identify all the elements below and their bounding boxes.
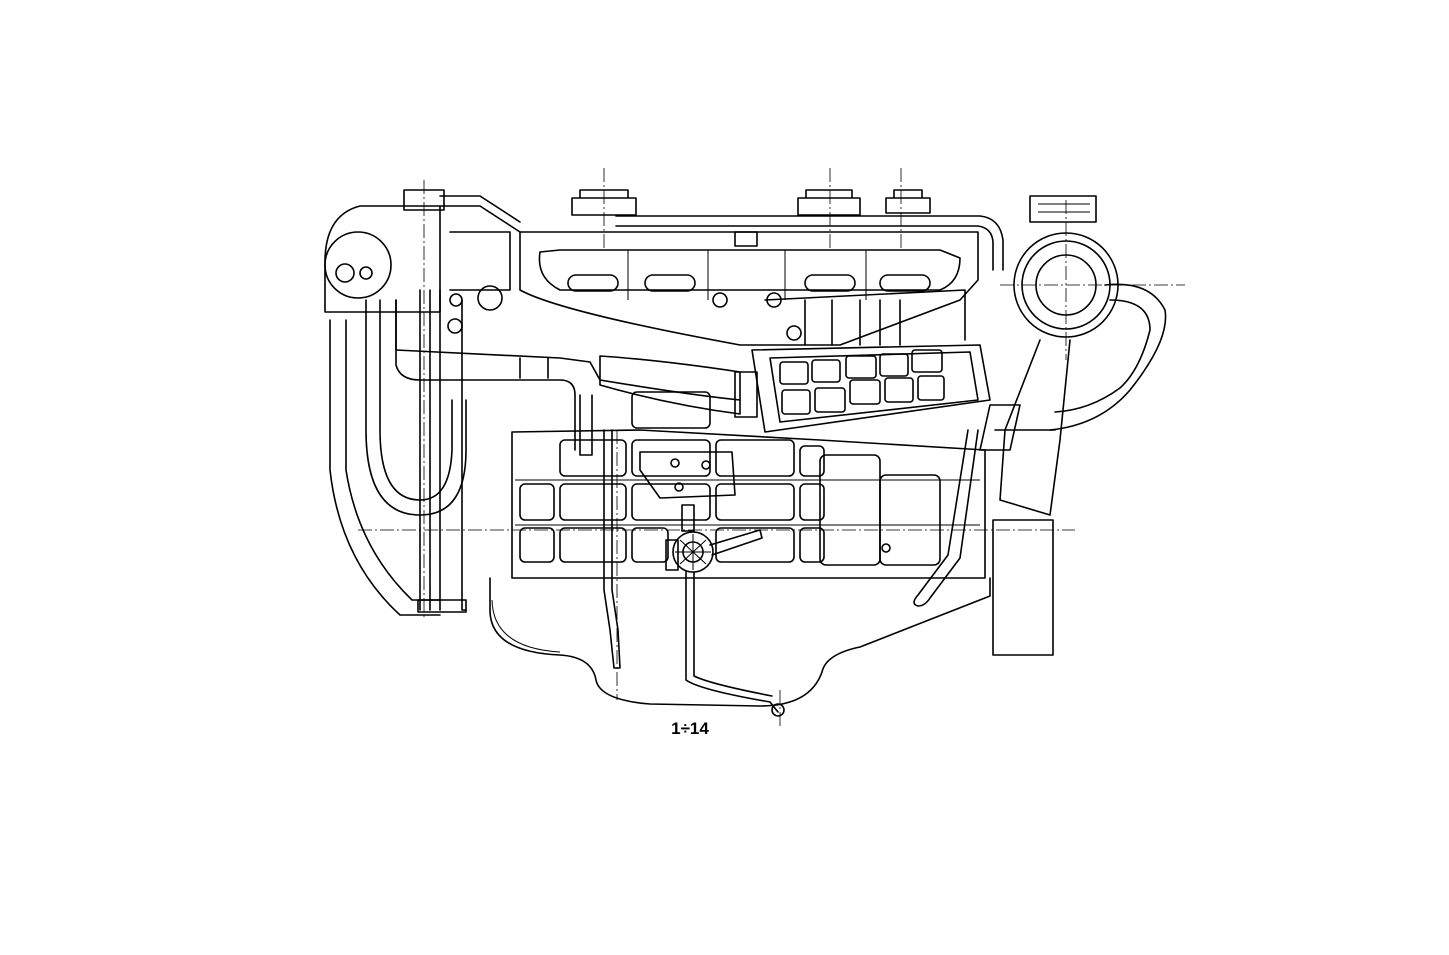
oil-return-pipe xyxy=(913,429,979,607)
oil-filter xyxy=(665,504,785,717)
part-range-label: 1÷14 xyxy=(671,719,709,738)
engine-block xyxy=(511,391,986,579)
water-pump xyxy=(324,189,521,334)
turbocharger xyxy=(979,195,1167,656)
oil-sump xyxy=(489,577,991,707)
dipstick xyxy=(579,394,621,669)
engine-bracket xyxy=(639,451,736,499)
center-lines xyxy=(358,168,1185,726)
cylinder-head xyxy=(519,189,1004,346)
aftercooler xyxy=(599,289,991,433)
coolant-pipes xyxy=(329,289,741,616)
